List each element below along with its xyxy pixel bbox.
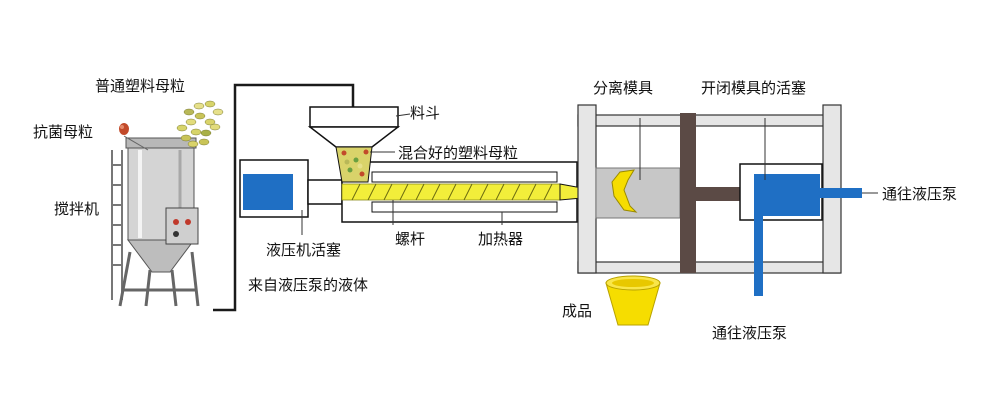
leader-lines: [301, 113, 878, 235]
mixer-control-box: [165, 207, 199, 245]
antibacterial-pointer: [123, 135, 149, 151]
hopper: [307, 106, 401, 183]
clamp-piston-head: [754, 174, 768, 216]
clamp-piston-block: [768, 174, 820, 216]
product-cup: [605, 275, 661, 326]
label-hopper: 料斗: [410, 104, 440, 122]
label-to-hydraulic-pump-right: 通往液压泵: [882, 185, 957, 203]
label-color-masterbatch: 普通塑料母粒: [95, 77, 185, 95]
label-product: 成品: [562, 302, 592, 320]
label-open-close-mold-piston: 开闭模具的活塞: [701, 79, 806, 97]
label-mixed-masterbatch: 混合好的塑料母粒: [398, 144, 518, 162]
mixer-ladder: [111, 150, 123, 300]
antibacterial-masterbatch-icon: [119, 123, 129, 135]
label-to-hydraulic-pump-bottom: 通往液压泵: [712, 324, 787, 342]
label-antibacterial-masterbatch: 抗菌母粒: [33, 123, 93, 141]
mold-cavity: [611, 169, 638, 213]
hydraulic-piston-block: [243, 174, 293, 210]
label-screw: 螺杆: [395, 230, 425, 248]
heater-band-top: [371, 171, 558, 183]
mixer: [111, 137, 200, 307]
label-fluid-from-pump: 来自液压泵的液体: [248, 276, 368, 294]
pipe-to-pump-bottom: [754, 216, 763, 296]
label-separate-mold: 分离模具: [593, 79, 653, 97]
heater-band-bottom: [371, 201, 558, 213]
moving-platen: [680, 113, 696, 273]
mixer-cone: [127, 239, 195, 273]
separate-mold: [595, 167, 681, 219]
pipe-to-pump-right: [820, 188, 862, 198]
label-hydraulic-piston: 液压机活塞: [266, 241, 341, 259]
plastic-masterbatch-icon: [176, 100, 224, 148]
label-mixer: 搅拌机: [54, 200, 99, 218]
feed-pipe: [213, 83, 355, 312]
label-heater: 加热器: [478, 230, 523, 248]
screw-flights: [351, 183, 553, 201]
